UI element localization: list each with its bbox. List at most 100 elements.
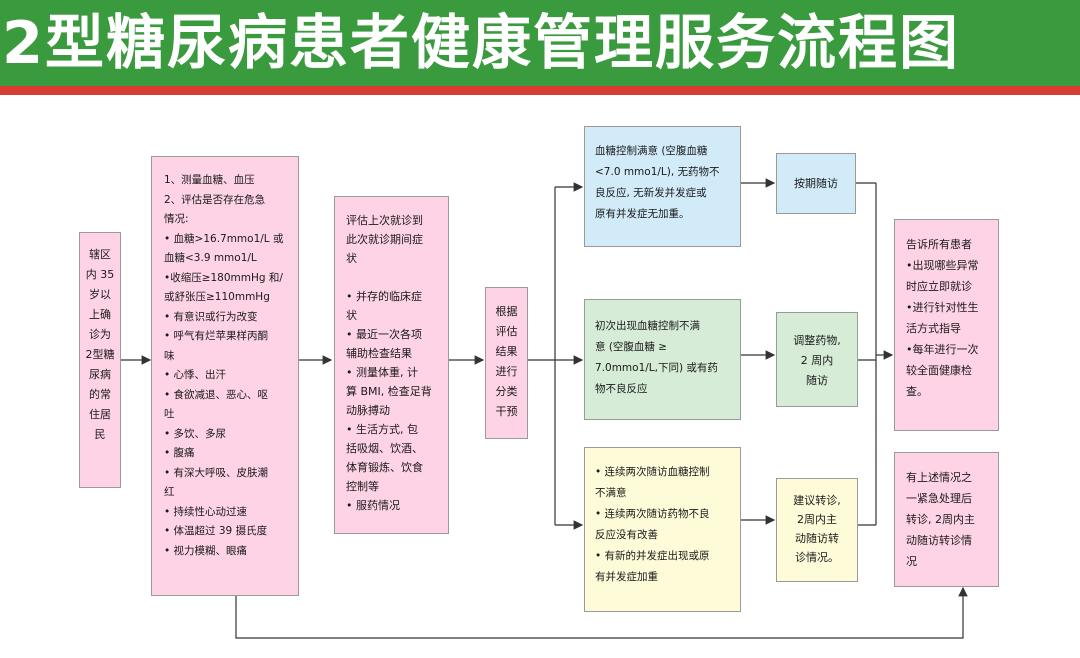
node-text: • 服药情况 xyxy=(346,499,400,512)
node-text: • 视力模糊、眼痛 xyxy=(164,544,248,557)
node-text: 红 xyxy=(164,486,175,498)
node-text: •每年进行一次 xyxy=(906,343,979,356)
node-text: 内 35 xyxy=(85,268,115,281)
node-text: • 心悸、出汗 xyxy=(164,369,227,381)
node-evaluation: 评估上次就诊到 此次就诊期间症 状 • 并存的临床症 状 • 最近一次各项 辅助… xyxy=(334,196,449,534)
node-text: 活方式指导 xyxy=(906,322,961,335)
node-text: 上确 xyxy=(89,308,111,321)
node-text: 进行 xyxy=(495,365,518,378)
node-text: 转诊, 2周内主 xyxy=(906,513,975,526)
page-title: 2型糖尿病患者健康管理服务流程图 xyxy=(2,8,961,77)
node-assessment: 1、测量血糖、血压 2、评估是否存在危急 情况: • 血糖>16.7mmo1/L… xyxy=(151,156,299,596)
node-text: 2 周内 xyxy=(800,354,834,367)
node-repeat-unsatisfied: • 连续两次随访血糖控制 不满意 • 连续两次随访药物不良 反应没有改善 • 有… xyxy=(584,447,741,612)
node-text: • 有深大呼吸、皮肤潮 xyxy=(164,466,269,479)
node-text: 体育锻炼、饮食 xyxy=(346,461,423,474)
node-text: 调整药物, xyxy=(793,334,841,347)
node-text: • 有新的并发症出现或原 xyxy=(595,550,710,562)
node-text: • 生活方式, 包 xyxy=(346,423,418,436)
node-text: 建议转诊, xyxy=(793,494,841,507)
node-text: • 测量体重, 计 xyxy=(346,366,418,379)
node-text: • 连续两次随访血糖控制 xyxy=(595,466,710,478)
node-text: 评估 xyxy=(495,325,518,338)
node-text: 1、测量血糖、血压 xyxy=(164,174,255,186)
node-text xyxy=(346,268,444,287)
node-text: •出现哪些异常 xyxy=(906,259,979,272)
node-text: 或舒张压≥110mmHg xyxy=(164,291,270,303)
node-text: 2周内主 xyxy=(797,513,837,526)
node-text: 此次就诊期间症 xyxy=(346,233,423,246)
node-text: 根据 xyxy=(495,305,518,318)
node-text: 有并发症加重 xyxy=(595,571,658,583)
node-text: 状 xyxy=(346,309,357,322)
node-text: 7.0mmo1/L,下同) 或有药 xyxy=(595,362,718,374)
node-text: 状 xyxy=(346,252,357,265)
node-text: 一紧急处理后 xyxy=(906,492,972,505)
node-text: •收缩压≥180mmHg 和/ xyxy=(164,271,283,284)
node-text: 按期随访 xyxy=(794,177,838,190)
node-first-unsatisfied: 初次出现血糖控制不满 意 (空腹血糖 ≥ 7.0mmo1/L,下同) 或有药 物… xyxy=(584,299,741,420)
node-text: 原有并发症无加重。 xyxy=(595,208,690,220)
node-text: 随访 xyxy=(806,374,828,387)
node-text: 岁以 xyxy=(89,288,111,301)
node-referral: 建议转诊, 2周内主 动随访转 诊情况。 xyxy=(776,478,858,582)
connector-bottom-loop xyxy=(235,586,968,639)
node-text: • 持续性心动过速 xyxy=(164,505,248,518)
node-text: 初次出现血糖控制不满 xyxy=(595,320,700,332)
node-text: 良反应, 无新发并发症或 xyxy=(595,187,707,199)
node-text: 辅助检查结果 xyxy=(346,347,412,360)
node-text: 动随访转 xyxy=(795,532,839,545)
node-text: 血糖控制满意 (空腹血糖 xyxy=(595,145,708,157)
node-text: 意 (空腹血糖 ≥ xyxy=(595,341,668,353)
node-text: • 体温超过 39 摄氏度 xyxy=(164,525,268,537)
node-text: 味 xyxy=(164,349,175,362)
node-text: 情况: xyxy=(164,213,189,225)
node-text: • 腹痛 xyxy=(164,447,195,459)
node-text: 吐 xyxy=(164,408,175,420)
node-text: • 连续两次随访药物不良 xyxy=(595,508,710,520)
node-text: • 血糖>16.7mmo1/L 或 xyxy=(164,232,284,245)
node-text: 有上述情况之 xyxy=(906,471,972,484)
node-text: 的常 xyxy=(89,388,111,401)
node-text: 动脉搏动 xyxy=(346,404,390,417)
node-text: 血糖<3.9 mmo1/L xyxy=(164,252,257,264)
accent-divider xyxy=(0,86,1080,95)
node-text: 时应立即就诊 xyxy=(906,280,972,293)
node-text: 结果 xyxy=(495,345,518,358)
node-text: 物不良反应 xyxy=(595,383,648,395)
node-text: •进行针对性生 xyxy=(906,301,979,314)
node-adjust-medication: 调整药物, 2 周内 随访 xyxy=(776,312,858,407)
node-text: 控制等 xyxy=(346,480,379,493)
node-classify: 根据 评估 结果 进行 分类 干预 xyxy=(485,287,528,439)
node-text: 告诉所有患者 xyxy=(906,238,972,251)
node-text: 诊情况。 xyxy=(795,551,839,564)
node-text: • 有意识或行为改变 xyxy=(164,310,258,323)
node-text: 不满意 xyxy=(595,487,627,499)
node-text: 2、评估是否存在危急 xyxy=(164,193,266,206)
node-text: 诊为 xyxy=(89,328,111,341)
node-text: • 最近一次各项 xyxy=(346,328,422,341)
node-text: 查。 xyxy=(906,385,928,398)
node-scheduled-followup: 按期随访 xyxy=(776,153,856,214)
node-text: • 食欲减退、恶心、呕 xyxy=(164,388,269,401)
node-text: 括吸烟、饮酒、 xyxy=(346,442,423,455)
node-residents: 辖区 内 35 岁以 上确 诊为 2型糖 尿病 的常 住居 民 xyxy=(79,232,121,488)
node-text: 动随访转诊情 xyxy=(906,534,972,547)
node-text: • 呼气有烂苹果样丙酮 xyxy=(164,330,269,342)
node-text: 民 xyxy=(94,428,106,441)
node-text: 算 BMI, 检查足背 xyxy=(346,385,432,398)
node-text: 较全面健康检 xyxy=(906,364,972,377)
node-text: 反应没有改善 xyxy=(595,529,658,541)
node-text: • 多饮、多尿 xyxy=(164,427,227,440)
node-text: 干预 xyxy=(495,405,518,418)
node-text: <7.0 mmo1/L), 无药物不 xyxy=(595,166,720,178)
node-text: 况 xyxy=(906,555,917,568)
node-satisfied: 血糖控制满意 (空腹血糖 <7.0 mmo1/L), 无药物不 良反应, 无新发… xyxy=(584,126,741,247)
node-text: • 并存的临床症 xyxy=(346,290,422,303)
node-text: 住居 xyxy=(89,408,111,421)
node-text: 辖区 xyxy=(89,248,111,261)
node-text: 尿病 xyxy=(89,368,111,381)
node-inform-all-patients: 告诉所有患者 •出现哪些异常 时应立即就诊 •进行针对性生 活方式指导 •每年进… xyxy=(894,219,999,431)
node-text: 评估上次就诊到 xyxy=(346,214,423,227)
